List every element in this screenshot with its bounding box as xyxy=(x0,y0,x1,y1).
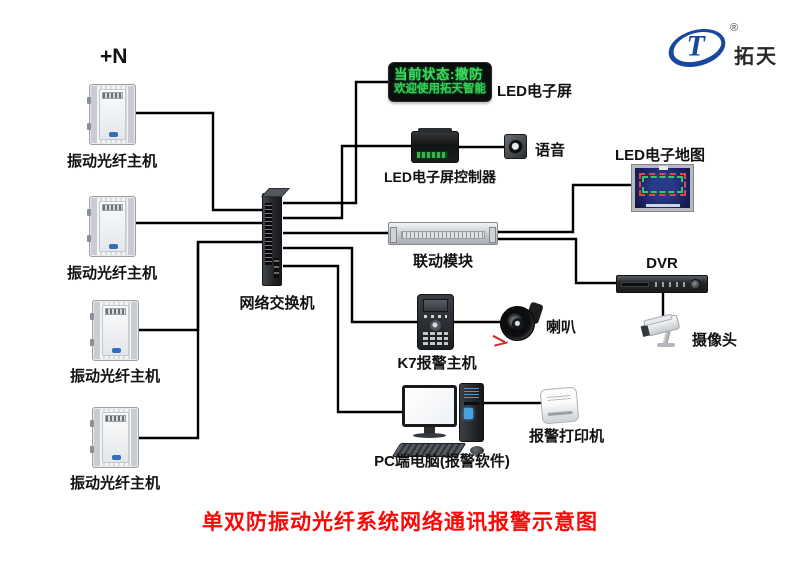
dvr-device xyxy=(616,275,708,293)
led-screen-label: LED电子屏 xyxy=(497,83,573,100)
led-map-caption-bar xyxy=(646,204,680,207)
controller-terminal-strip xyxy=(416,151,448,159)
fiber-host-device-2 xyxy=(87,196,136,257)
led-map-device xyxy=(631,164,694,212)
pc-monitor-stand xyxy=(424,427,435,434)
voice-label: 语音 xyxy=(535,142,566,159)
k7-alarm-host-label: K7报警主机 xyxy=(397,355,477,372)
horn-label: 喇叭 xyxy=(546,319,577,336)
led-controller-device xyxy=(411,128,459,163)
fiber-host-label-4: 振动光纤主机 xyxy=(69,475,160,492)
brand-logo: ® 拓天 xyxy=(660,20,780,78)
plus-n-annotation: +N xyxy=(100,45,128,68)
pc-monitor-base xyxy=(413,433,446,438)
network-switch-device xyxy=(262,193,282,286)
diagram-title: 单双防振动光纤系统网络通讯报警示意图 xyxy=(202,511,598,534)
linkage-module-device xyxy=(388,222,498,245)
led-screen-line1: 当前状态:撤防 xyxy=(394,67,483,82)
led-screen-device: 当前状态:撤防 欢迎使用拓天智能 xyxy=(388,62,492,102)
led-map-screen xyxy=(635,168,690,208)
switch-uplink-ports xyxy=(274,258,279,278)
k7-screen xyxy=(423,299,448,312)
fiber-host-device-4 xyxy=(90,407,139,468)
fiber-host-logo xyxy=(108,132,118,137)
k7-keypad xyxy=(423,331,448,345)
led-map-chip xyxy=(658,166,668,170)
dvr-buttons xyxy=(655,282,695,287)
printer-label: 报警打印机 xyxy=(528,428,604,445)
brand-name: 拓天 xyxy=(734,46,778,68)
pc-tower-vents xyxy=(464,388,479,398)
pc-tower xyxy=(459,383,484,442)
pc-tower-drive xyxy=(464,402,479,405)
dvr-disc-slot xyxy=(622,283,648,286)
linkage-module-label: 联动模块 xyxy=(412,253,473,270)
pc-tower-led xyxy=(464,408,473,419)
switch-ports xyxy=(265,203,272,265)
fiber-host-device-1 xyxy=(87,84,136,145)
fiber-host-nameplate xyxy=(102,92,123,99)
fiber-host-label-3: 振动光纤主机 xyxy=(69,368,160,385)
fiber-host-device-3 xyxy=(90,300,139,361)
camera-label: 摄像头 xyxy=(692,332,738,349)
k7-nav-dial xyxy=(429,320,441,331)
pc-monitor xyxy=(402,385,457,427)
dvr-label: DVR xyxy=(646,255,678,272)
camera-bracket-base xyxy=(657,343,675,347)
horn-device xyxy=(500,306,535,341)
led-controller-label: LED电子屏控制器 xyxy=(384,169,496,185)
led-map-label: LED电子地图 xyxy=(614,147,705,164)
k7-function-buttons xyxy=(424,315,447,318)
pc-label: PC端电脑(报警软件) xyxy=(374,453,510,470)
pc-mouse xyxy=(470,446,484,455)
voice-speaker-device xyxy=(504,134,527,159)
linkage-module-terminals xyxy=(401,231,485,239)
pc-monitor-screen xyxy=(405,388,454,424)
dvr-knob xyxy=(690,279,701,290)
fiber-host-label-2: 振动光纤主机 xyxy=(66,265,157,282)
k7-alarm-host-device xyxy=(417,294,454,350)
printer-device xyxy=(539,386,580,425)
network-switch-label: 网络交换机 xyxy=(239,295,315,312)
registered-mark: ® xyxy=(730,22,739,34)
logo-swoosh-icon xyxy=(664,22,730,74)
fiber-host-label-1: 振动光纤主机 xyxy=(66,153,157,170)
led-screen-line2: 欢迎使用拓天智能 xyxy=(394,83,486,95)
